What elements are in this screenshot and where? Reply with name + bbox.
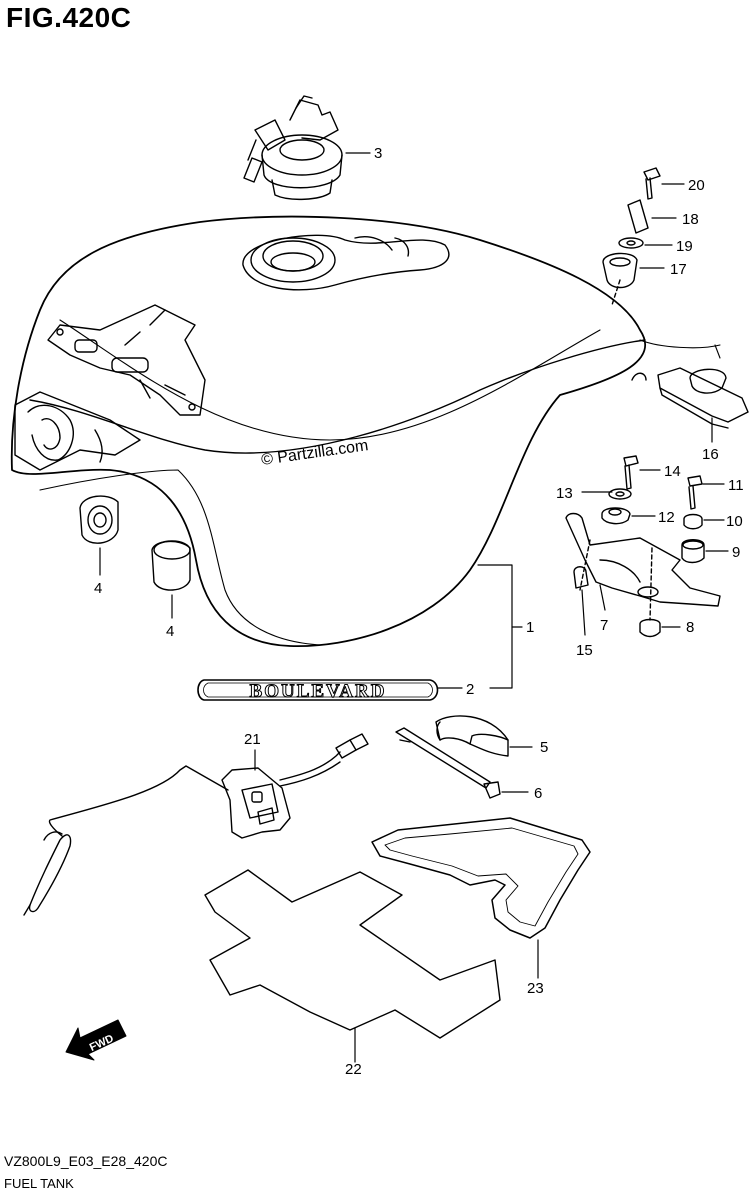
clamp-tie	[395, 727, 501, 799]
tank-pad-sheet	[204, 869, 501, 1039]
callout-17: 17	[670, 261, 687, 278]
callout-8: 8	[686, 619, 694, 636]
callout-6: 6	[534, 785, 542, 802]
side-bracket-assembly	[565, 455, 721, 638]
frame-pad	[371, 817, 591, 939]
hose-guide	[435, 715, 509, 757]
callout-9: 9	[732, 544, 740, 561]
callout-22: 22	[345, 1061, 362, 1078]
figure-caption: FUEL TANK	[4, 1176, 74, 1191]
callout-18: 18	[682, 211, 699, 228]
fwd-arrow: FWD	[65, 1019, 127, 1061]
callout-2: 2	[466, 681, 474, 698]
callout-13: 13	[556, 485, 573, 502]
callout-20: 20	[688, 177, 705, 194]
callout-10: 10	[726, 513, 743, 530]
fuel-cap	[243, 95, 343, 200]
leader-lines	[99, 152, 729, 1063]
figure-code: VZ800L9_E03_E28_420C	[4, 1153, 168, 1169]
callout-numbers: 1 2 3 4 4 5 6 7 8 9 10 11 12 13 14 15 16…	[94, 145, 744, 1078]
fuel-level-gauge	[23, 733, 369, 916]
callout-16: 16	[702, 446, 719, 463]
callout-14: 14	[664, 463, 681, 480]
rear-mount-bracket	[657, 367, 749, 429]
callout-7: 7	[600, 617, 608, 634]
callout-5: 5	[540, 739, 548, 756]
callout-3: 3	[374, 145, 382, 162]
figure-title: FIG.420C	[6, 2, 132, 33]
watermark: © Partzilla.com	[260, 437, 369, 469]
boulevard-emblem-text: BOULEVARD	[250, 681, 387, 702]
callout-4a: 4	[94, 580, 102, 597]
fuel-tank	[10, 215, 721, 647]
callout-23: 23	[527, 980, 544, 997]
boulevard-emblem: BOULEVARD	[197, 679, 439, 703]
callout-11: 11	[728, 477, 744, 494]
callout-12: 12	[658, 509, 675, 526]
callout-1: 1	[526, 619, 534, 636]
callout-19: 19	[676, 238, 693, 255]
rear-mount-hardware	[602, 167, 661, 289]
callout-15: 15	[576, 642, 593, 659]
callout-4b: 4	[166, 623, 174, 640]
callout-21: 21	[244, 731, 261, 748]
tank-dampers	[79, 495, 191, 591]
